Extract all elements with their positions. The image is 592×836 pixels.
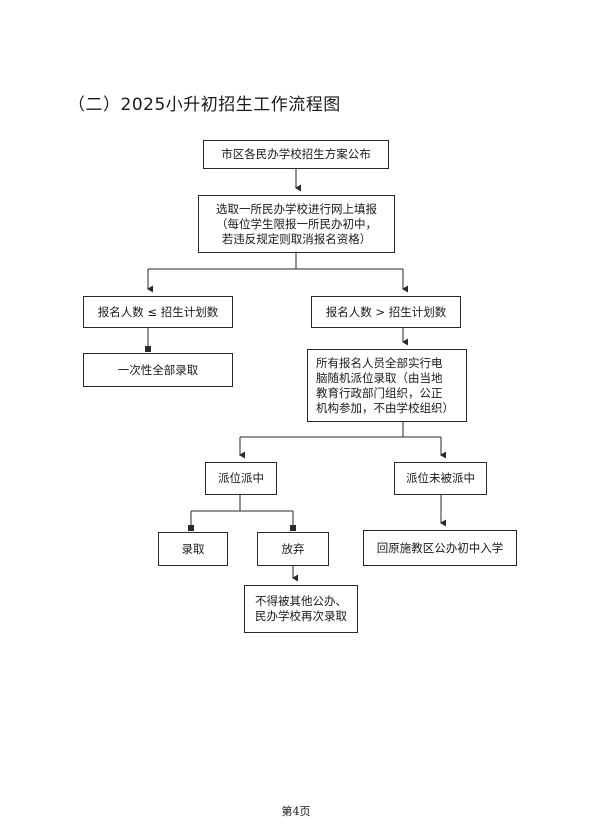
node-choose-line3: 若违反规定则取消报名资格） [221, 231, 372, 246]
node-announce: 市区各民办学校招生方案公布 [203, 140, 389, 169]
node-choose-line2: （每位学生限报一所民办初中， [216, 216, 377, 231]
page-number: 第4页 [281, 805, 311, 818]
node-return-home: 回原施教区公办初中入学 [363, 530, 517, 566]
node-lottery-line3: 教育行政部门组织，公正 [316, 385, 443, 400]
node-selected: 派位派中 [205, 462, 277, 495]
terminator-give-up [290, 525, 296, 531]
node-no-readmit: 不得被其他公办、 民办学校再次录取 [244, 585, 358, 633]
node-admit-all: 一次性全部录取 [83, 353, 233, 387]
node-less-than: 报名人数 ≤ 招生计划数 [83, 296, 233, 328]
node-lottery-line4: 机构参加，不由学校组织） [316, 400, 454, 415]
node-give-up: 放弃 [257, 532, 329, 566]
node-not-selected: 派位未被派中 [394, 462, 487, 495]
node-lottery: 所有报名人员全部实行电 脑随机派位录取（由当地 教育行政部门组织，公正 机构参加… [307, 349, 467, 422]
node-no-readmit-line1: 不得被其他公办、 [255, 594, 347, 608]
node-greater-than: 报名人数 > 招生计划数 [311, 296, 461, 328]
node-lottery-line2: 脑随机派位录取（由当地 [316, 370, 443, 385]
node-admitted: 录取 [158, 532, 228, 566]
terminator-admitted [188, 525, 194, 531]
node-no-readmit-line2: 民办学校再次录取 [255, 609, 347, 623]
node-choose-line1: 选取一所民办学校进行网上填报 [216, 201, 377, 216]
terminator-admit-all [145, 346, 151, 352]
page-title: （二）2025小升初招生工作流程图 [68, 95, 341, 115]
node-choose: 选取一所民办学校进行网上填报 （每位学生限报一所民办初中， 若违反规定则取消报名… [198, 195, 395, 253]
node-lottery-line1: 所有报名人员全部实行电 [316, 355, 443, 370]
